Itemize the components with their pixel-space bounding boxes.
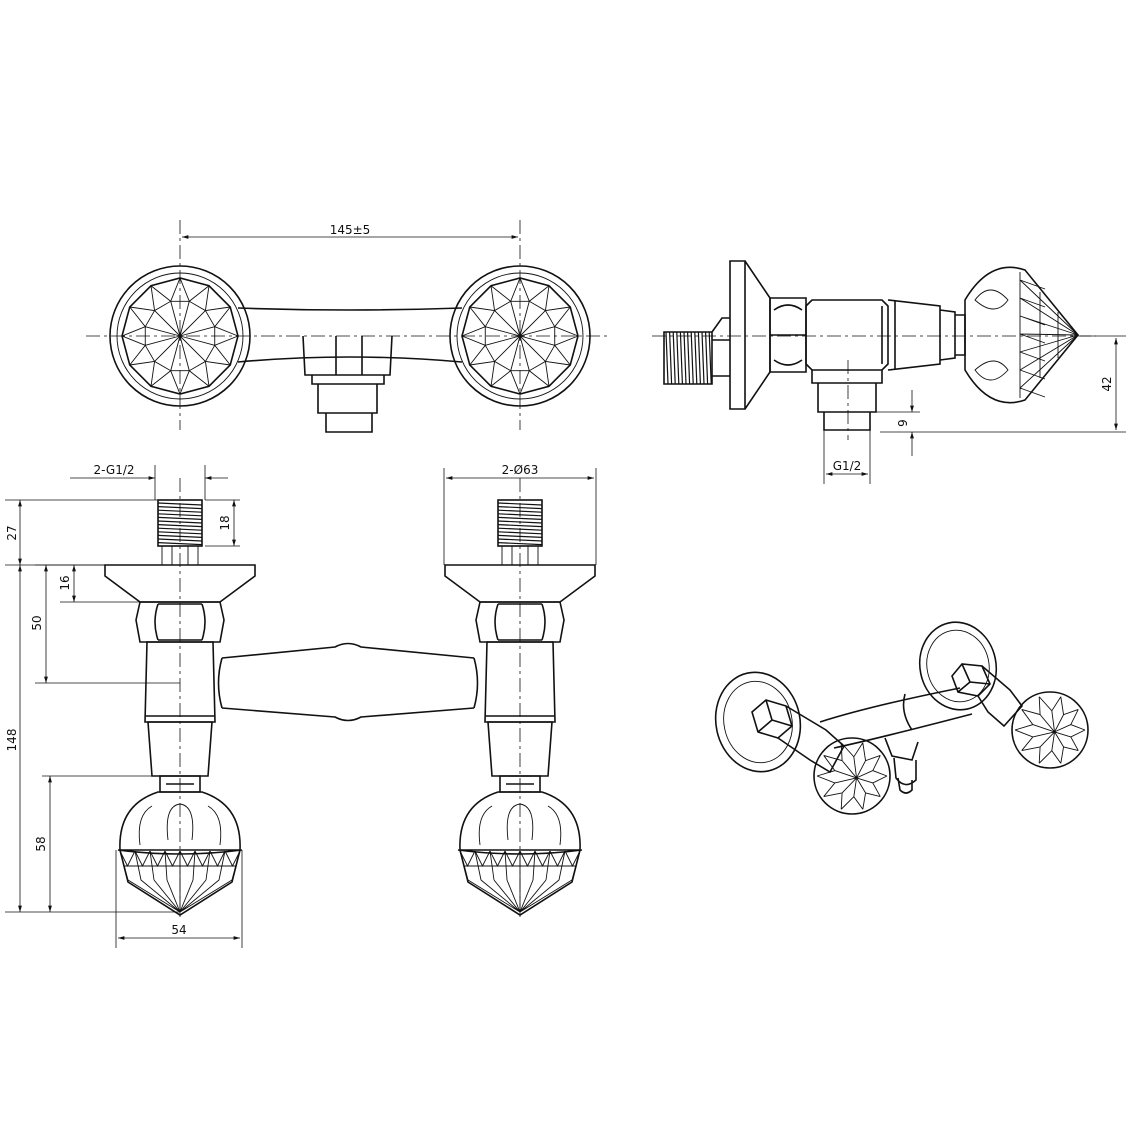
side-view-neck — [939, 309, 966, 361]
iso-crossbar — [819, 687, 973, 761]
iso-handle-front — [813, 737, 891, 815]
dim-outlet-length: 9 — [896, 419, 910, 427]
dim-handle-height: 58 — [34, 836, 48, 851]
side-view-outlet — [811, 370, 883, 431]
dim-thread-spec: 2-G1/2 — [93, 463, 134, 477]
iso-handles — [813, 691, 1089, 815]
side-view-handle — [964, 266, 1080, 404]
side-view-handle-facets — [1019, 272, 1079, 398]
iso-flange-right — [918, 621, 998, 711]
iso-body-left — [777, 705, 846, 774]
side-view-body — [805, 299, 889, 371]
front-view: 27 148 50 16 58 18 2-G1/2 2-Ø63 54 — [5, 463, 597, 948]
iso-handle-back — [1011, 691, 1089, 769]
top-view-bar — [237, 307, 463, 363]
top-view: 145±5 — [86, 220, 610, 433]
iso-outlet — [893, 757, 917, 794]
dim-flange-thickness: 16 — [58, 575, 72, 590]
front-view-units — [104, 499, 596, 916]
side-view-inlet — [663, 317, 730, 385]
iso-body-right — [977, 665, 1024, 728]
dim-side-depth: 42 — [1100, 376, 1114, 391]
side-view-flange — [729, 260, 771, 410]
isometric-view — [714, 621, 1089, 815]
side-view-sleeve — [887, 299, 941, 371]
iso-nut-right — [951, 663, 991, 697]
iso-nut-left — [751, 699, 793, 739]
top-view-outlet — [302, 335, 393, 433]
side-view: 42 9 G1/2 — [652, 260, 1126, 484]
dim-handle-width: 54 — [171, 923, 186, 937]
dim-top-width: 145±5 — [330, 223, 371, 237]
side-view-thread-lines — [665, 331, 712, 385]
side-view-hex-nut — [769, 297, 807, 373]
dim-flange-diameter: 2-Ø63 — [502, 463, 539, 477]
dim-body-axis: 50 — [30, 615, 44, 630]
dim-outlet-thread: G1/2 — [833, 459, 862, 473]
dim-overall-height: 148 — [5, 729, 19, 752]
dim-top-offset: 27 — [5, 525, 19, 540]
dim-thread-length: 18 — [218, 515, 232, 530]
front-view-crossbar — [217, 642, 479, 722]
